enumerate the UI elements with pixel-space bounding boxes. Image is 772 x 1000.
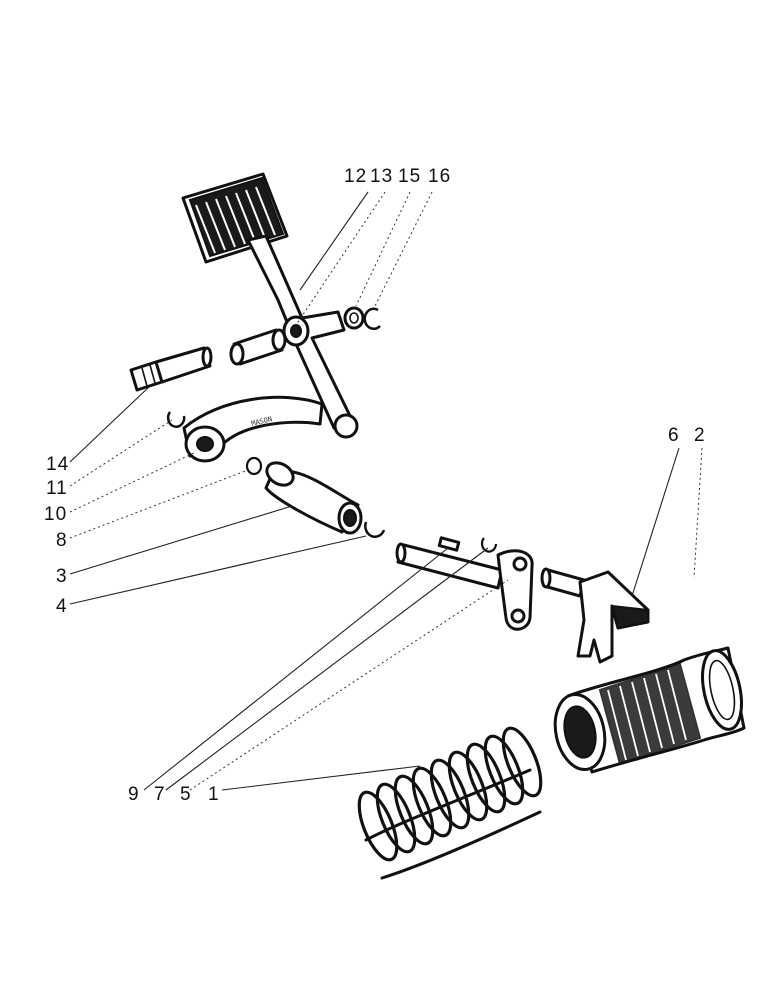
callout-labels: 12 13 15 16 14 11 10 8 3 4 6 2 9 7 5 1 [44, 166, 706, 805]
threaded-pin [129, 346, 213, 392]
pedal-lever [246, 234, 359, 439]
callout-13: 13 [370, 166, 393, 187]
callout-12: 12 [344, 166, 367, 187]
circlip-16 [363, 307, 381, 331]
release-fork [540, 567, 650, 664]
callout-9: 9 [128, 784, 140, 805]
callout-6: 6 [668, 425, 680, 446]
washer-15 [343, 306, 365, 330]
callout-8: 8 [56, 530, 68, 551]
leader-lines [69, 191, 703, 791]
callout-16: 16 [428, 166, 451, 187]
pedal-bush [229, 328, 287, 366]
cross-shaft [395, 542, 534, 631]
callout-5: 5 [180, 784, 192, 805]
callout-11: 11 [46, 478, 68, 499]
callout-3: 3 [56, 566, 68, 587]
callout-10: 10 [44, 504, 67, 525]
release-sleeve [553, 646, 746, 774]
callout-1: 1 [208, 784, 220, 805]
callout-14: 14 [46, 454, 69, 475]
circlip-11 [166, 411, 186, 428]
cross-shaft-arm: MASON [182, 395, 324, 463]
callout-15: 15 [398, 166, 421, 187]
cross-shaft-bush [264, 461, 363, 535]
coil-spring [357, 726, 543, 880]
woodruff-key [437, 536, 461, 552]
callout-2: 2 [694, 425, 706, 446]
circlip-4 [364, 521, 386, 539]
callout-4: 4 [56, 596, 68, 617]
circlip-7 [480, 537, 498, 553]
callout-7: 7 [154, 784, 166, 805]
o-ring-8 [245, 456, 263, 476]
